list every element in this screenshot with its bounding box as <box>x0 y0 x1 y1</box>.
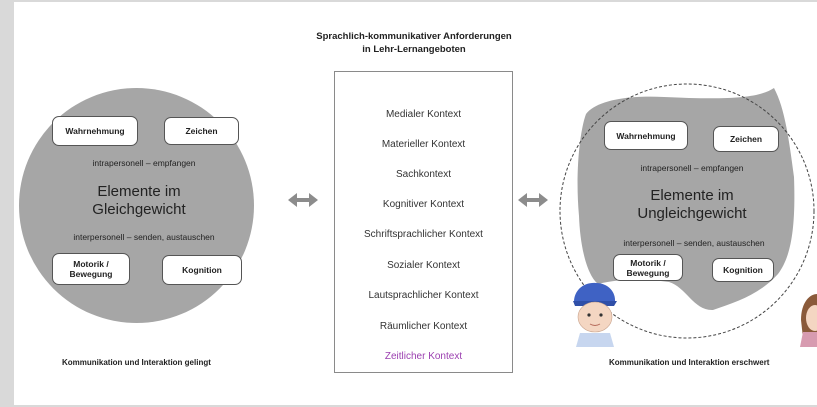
diagram-title-line-2: in Lehr-Lernangeboten <box>362 44 466 55</box>
left-center-line-2: Gleichgewicht <box>92 201 186 218</box>
right-caption: Kommunikation und Interaktion erschwert <box>609 358 770 367</box>
left-node-wahrnehmung: Wahrnehmung <box>52 116 138 146</box>
right-interpersonal-label: interpersonell – senden, austauschen <box>623 238 765 248</box>
right-center-line-1: Elemente im <box>650 187 734 204</box>
child-figure-girl <box>800 294 817 347</box>
left-interpersonal-label: interpersonell – senden, austauschen <box>73 232 215 242</box>
context-item: Räumlicher Kontext <box>379 321 468 332</box>
context-item: Schriftsprachlicher Kontext <box>364 229 483 240</box>
right-node-kognition: Kognition <box>712 258 774 282</box>
left-center-line-1: Elemente im <box>97 183 181 200</box>
slide: Sprachlich-kommunikativer Anforderungen … <box>14 2 817 405</box>
left-caption: Kommunikation und Interaktion gelingt <box>62 358 211 367</box>
context-item: Medialer Kontext <box>385 109 462 120</box>
context-item: Sozialer Kontext <box>387 260 460 271</box>
context-item-highlighted: Zeitlicher Kontext <box>384 351 463 362</box>
context-item: Kognitiver Kontext <box>382 199 465 210</box>
right-center-line-2: Ungleichgewicht <box>637 205 747 222</box>
left-node-motorik: Motorik / Bewegung <box>52 253 130 285</box>
right-node-wahrnehmung: Wahrnehmung <box>604 121 688 150</box>
left-intrapersonal-label: intrapersonell – empfangen <box>92 158 196 168</box>
context-list-box: Medialer Kontext Materieller Kontext Sac… <box>334 71 513 373</box>
right-intrapersonal-label: intrapersonell – empfangen <box>640 163 744 173</box>
context-item: Lautsprachlicher Kontext <box>368 290 479 301</box>
right-node-zeichen: Zeichen <box>713 126 779 152</box>
context-item: Sachkontext <box>395 169 452 180</box>
left-node-zeichen: Zeichen <box>164 117 239 145</box>
child-figure-blue-cap <box>573 282 617 347</box>
left-node-kognition: Kognition <box>162 255 242 285</box>
diagram-title-line-1: Sprachlich-kommunikativer Anforderungen <box>316 31 512 42</box>
double-arrow-right <box>518 193 548 207</box>
right-dashed-circle <box>559 83 815 339</box>
double-arrow-left <box>288 193 318 207</box>
right-node-motorik: Motorik / Bewegung <box>613 254 683 281</box>
context-item: Materieller Kontext <box>381 139 466 150</box>
